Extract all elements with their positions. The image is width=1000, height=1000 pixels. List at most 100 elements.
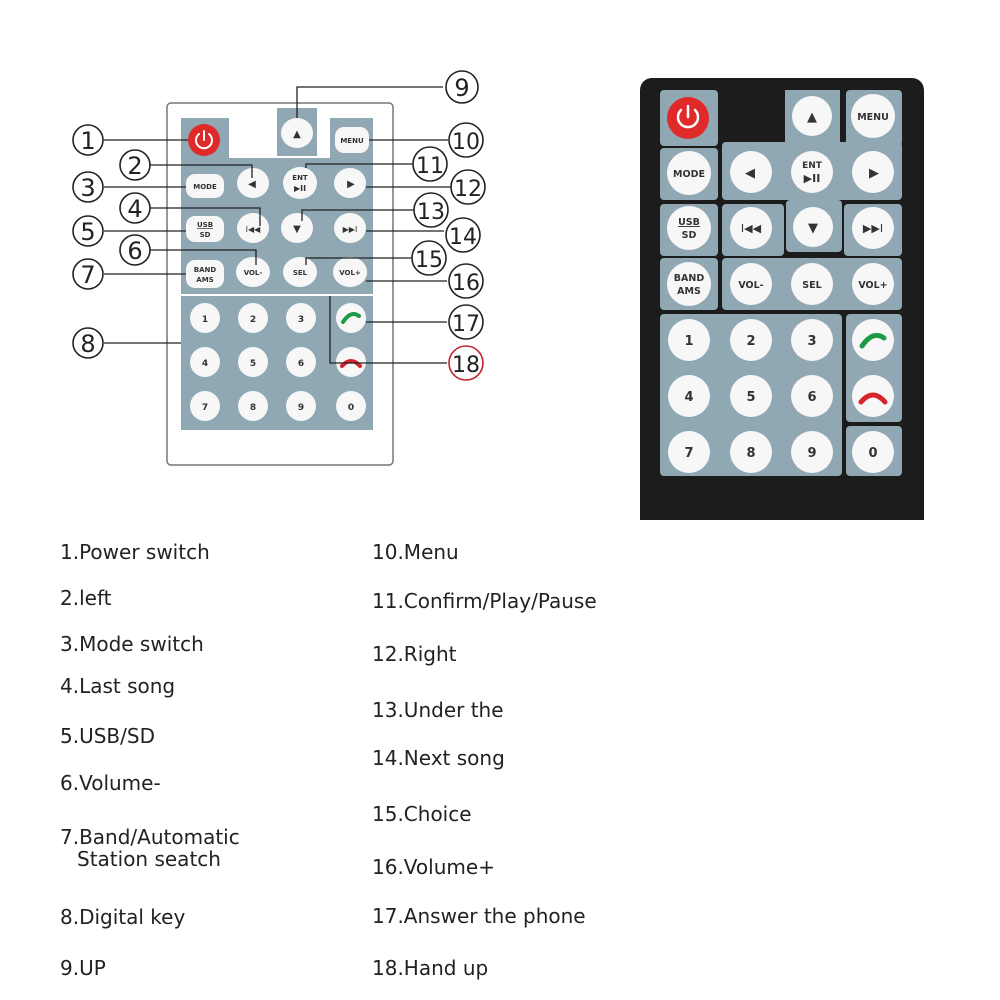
remote-ent-button[interactable] bbox=[791, 151, 833, 193]
legend-item-8: 8.Digital key bbox=[60, 905, 186, 929]
remote-digit-1-button[interactable] bbox=[668, 319, 710, 361]
remote-next-button[interactable] bbox=[852, 207, 894, 249]
diagram-hangup-phone-icon bbox=[340, 359, 362, 368]
callout-13-number: 13 bbox=[417, 200, 445, 225]
remote-photo: ▲ MENU MODE ◀ ENT ▶II ▶ USB SD I◀◀ ▼ ▶▶I… bbox=[640, 78, 924, 520]
remote-vol-plus-button[interactable] bbox=[852, 263, 894, 305]
diagram-prev-button[interactable] bbox=[237, 213, 269, 243]
remote-hangup-phone-icon bbox=[858, 392, 888, 405]
callout-9-number: 9 bbox=[454, 74, 469, 102]
remote-digit-7-label: 7 bbox=[684, 446, 693, 461]
diagram-up-button[interactable] bbox=[281, 118, 313, 148]
diagram-prev-icon: I◀◀ bbox=[246, 225, 262, 234]
remote-play-pause-icon: ▶II bbox=[804, 172, 821, 185]
diagram-band-ams-button[interactable] bbox=[186, 260, 224, 288]
diagram-digit-5-button[interactable] bbox=[238, 347, 268, 377]
callout-14-number: 14 bbox=[449, 225, 477, 250]
diagram-vol-minus-button[interactable] bbox=[236, 257, 270, 287]
diagram-answer-button[interactable] bbox=[336, 303, 366, 333]
remote-digit-5-button[interactable] bbox=[730, 375, 772, 417]
diagram-next-button[interactable] bbox=[334, 213, 366, 243]
remote-digit-8-label: 8 bbox=[746, 446, 755, 461]
remote-digit-0-button[interactable] bbox=[852, 431, 894, 473]
callout-3-number: 3 bbox=[80, 174, 95, 202]
remote-up-button[interactable] bbox=[792, 96, 832, 136]
diagram-digit-4-button[interactable] bbox=[190, 347, 220, 377]
diagram-sd-label: SD bbox=[200, 231, 211, 239]
remote-digit-3-button[interactable] bbox=[791, 319, 833, 361]
remote-digit-9-button[interactable] bbox=[791, 431, 833, 473]
diagram-answer-phone-icon bbox=[341, 312, 361, 324]
diagram-callouts: 1 2 3 4 5 6 7 8 9 10 11 12 13 1 bbox=[72, 70, 486, 381]
diagram-right-button[interactable] bbox=[334, 168, 366, 198]
remote-sel-button[interactable] bbox=[791, 263, 833, 305]
remote-digit-keypad: 1 2 3 4 5 6 7 8 9 0 bbox=[668, 319, 894, 473]
callout-5 bbox=[72, 215, 104, 247]
remote-menu-label: MENU bbox=[857, 112, 889, 123]
legend-item-7-line2: Station seatch bbox=[77, 847, 221, 871]
diagram-mode-label: MODE bbox=[193, 183, 217, 191]
callout-2 bbox=[119, 149, 151, 181]
diagram-digit-7-button[interactable] bbox=[190, 391, 220, 421]
remote-vol-plus-label: VOL+ bbox=[858, 280, 887, 291]
diagram-mode-button[interactable] bbox=[186, 174, 224, 198]
remote-vol-minus-label: VOL- bbox=[738, 280, 763, 291]
diagram-digit-9-label: 9 bbox=[298, 403, 304, 413]
callout-12 bbox=[450, 169, 486, 205]
remote-prev-button[interactable] bbox=[730, 207, 772, 249]
diagram-digit-0-button[interactable] bbox=[336, 391, 366, 421]
callout-15-number: 15 bbox=[415, 248, 443, 273]
legend-item-7: 7.Band/Automatic Station seatch bbox=[60, 826, 240, 870]
remote-digit-2-button[interactable] bbox=[730, 319, 772, 361]
diagram-left-button[interactable] bbox=[237, 168, 269, 198]
remote-power-icon bbox=[676, 104, 700, 129]
remote-band-ams-button[interactable] bbox=[667, 262, 711, 306]
remote-right-button[interactable] bbox=[852, 151, 894, 193]
diagram-digit-9-button[interactable] bbox=[286, 391, 316, 421]
diagram-menu-button[interactable] bbox=[335, 127, 369, 153]
callout-18-number: 18 bbox=[452, 353, 480, 378]
remote-answer-button[interactable] bbox=[852, 319, 894, 361]
diagram-ams-label: AMS bbox=[196, 276, 213, 284]
remote-down-button[interactable] bbox=[793, 207, 833, 247]
legend-item-6: 6.Volume- bbox=[60, 771, 161, 795]
remote-up-arrow-icon: ▲ bbox=[807, 110, 817, 125]
diagram-sel-button[interactable] bbox=[283, 257, 317, 287]
diagram-vol-plus-button[interactable] bbox=[333, 257, 367, 287]
diagram-vol-minus-label: VOL- bbox=[244, 269, 263, 277]
remote-menu-button[interactable] bbox=[851, 94, 895, 138]
legend-item-18: 18.Hand up bbox=[372, 956, 489, 980]
callout-15 bbox=[411, 240, 447, 276]
diagram-ent-button[interactable] bbox=[283, 167, 317, 199]
remote-digit-7-button[interactable] bbox=[668, 431, 710, 473]
remote-digit-4-button[interactable] bbox=[668, 375, 710, 417]
diagram-digit-6-button[interactable] bbox=[286, 347, 316, 377]
diagram-digit-6-label: 6 bbox=[298, 359, 304, 369]
remote-usb-sd-button[interactable] bbox=[667, 206, 711, 250]
remote-digit-3-label: 3 bbox=[807, 334, 816, 349]
diagram-digit-3-button[interactable] bbox=[286, 303, 316, 333]
remote-mode-button[interactable] bbox=[667, 151, 711, 195]
remote-right-arrow-icon: ▶ bbox=[869, 166, 879, 181]
callout-16-number: 16 bbox=[452, 271, 480, 296]
remote-left-button[interactable] bbox=[730, 151, 772, 193]
diagram-down-button[interactable] bbox=[281, 213, 313, 243]
diagram-right-arrow-icon: ▶ bbox=[347, 179, 355, 190]
diagram-digit-8-button[interactable] bbox=[238, 391, 268, 421]
diagram-digit-2-button[interactable] bbox=[238, 303, 268, 333]
legend-item-13: 13.Under the bbox=[372, 698, 504, 722]
diagram-sel-label: SEL bbox=[293, 269, 308, 277]
remote-ams-label: AMS bbox=[677, 286, 701, 297]
diagram-next-icon: ▶▶I bbox=[343, 225, 358, 234]
diagram-digit-2-label: 2 bbox=[250, 315, 256, 325]
diagram-usb-sd-button[interactable] bbox=[186, 216, 224, 242]
remote-digit-8-button[interactable] bbox=[730, 431, 772, 473]
callout-16 bbox=[448, 263, 484, 299]
remote-vol-minus-button[interactable] bbox=[730, 263, 772, 305]
remote-digit-6-button[interactable] bbox=[791, 375, 833, 417]
diagram-digit-4-label: 4 bbox=[202, 359, 208, 369]
diagram-digit-1-label: 1 bbox=[202, 315, 208, 325]
remote-sd-label: SD bbox=[682, 230, 697, 241]
diagram-digit-1-button[interactable] bbox=[190, 303, 220, 333]
remote-sel-label: SEL bbox=[802, 280, 821, 291]
